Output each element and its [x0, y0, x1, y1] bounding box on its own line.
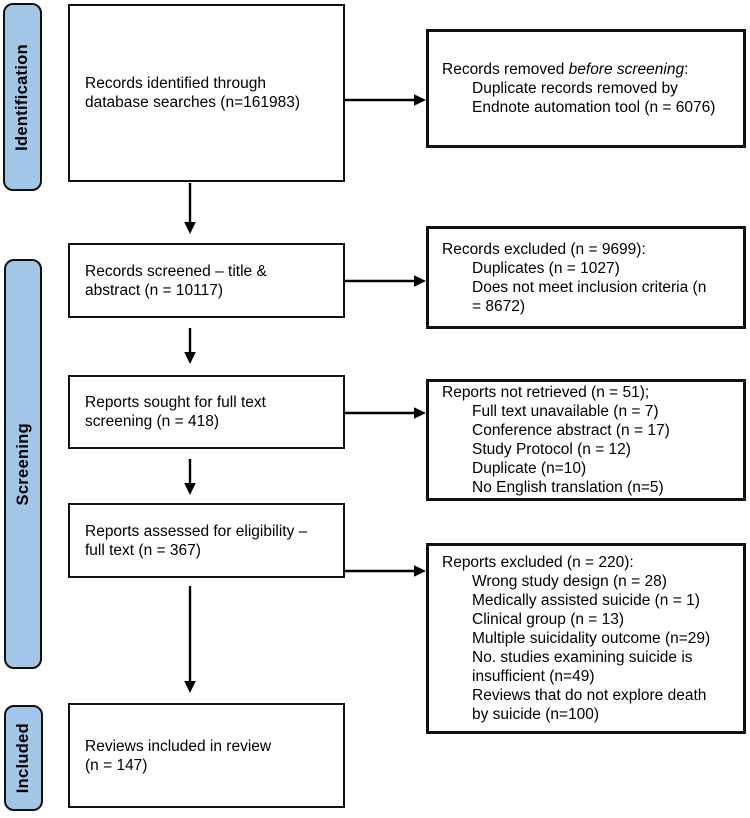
text-line: Conference abstract (n = 17): [442, 421, 737, 440]
text-line: Reviews included in review: [85, 737, 272, 755]
arrow-right-reports-not-retrieved: [345, 407, 426, 419]
text-line: database searches (n=161983): [85, 94, 301, 111]
box-reports-sought: Reports sought for full text screening (n…: [68, 375, 345, 449]
stage-label-text: Identification: [13, 43, 31, 151]
text-line: Endnote automation tool (n = 6076): [442, 98, 737, 117]
stage-label-text: Screening: [13, 422, 32, 506]
box-reports-not-retrieved: Reports not retrieved (n = 51); Full text…: [426, 379, 746, 501]
box-reports-excluded: Reports excluded (n = 220): Wrong study d…: [426, 543, 746, 734]
text-line: Full text unavailable (n = 7): [442, 402, 737, 421]
text-line: Does not meet inclusion criteria (n: [442, 278, 737, 297]
box-records-excluded: Records excluded (n = 9699):Duplicates (…: [426, 226, 746, 329]
text-line: Clinical group (n = 13): [442, 610, 737, 629]
text-line: = 8672): [442, 297, 737, 316]
text-segment: Multiple suicidality outcome (n=29): [472, 630, 711, 647]
text-line: No English translation (n=5): [442, 478, 737, 497]
text-line: Reports not retrieved (n = 51);: [442, 383, 737, 402]
text-line: Reports sought for full text: [85, 394, 266, 411]
text-line: insufficient (n=49): [442, 667, 737, 686]
text-segment: = 8672): [472, 297, 526, 315]
text-segment: Reports excluded (n = 220):: [442, 554, 634, 571]
text-segment: Conference abstract (n = 17): [472, 422, 670, 439]
arrow-down-assessed-to-included: [184, 586, 196, 693]
text-segment: Records removed: [442, 61, 569, 78]
stage-label-identification: Identification: [3, 3, 42, 191]
text-line: Wrong study design (n = 28): [442, 572, 737, 591]
text-segment: Reports not retrieved (n = 51);: [442, 384, 650, 401]
text-line: Multiple suicidality outcome (n=29): [442, 629, 737, 648]
text-segment: by suicide (n=100): [472, 706, 600, 723]
text-line: by suicide (n=100): [442, 705, 737, 724]
text-segment: No. studies examining suicide is: [472, 649, 693, 666]
text-line: full text (n = 367): [85, 541, 201, 559]
text-line: Study Protocol (n = 12): [442, 440, 737, 459]
text-line: No. studies examining suicide is: [442, 648, 737, 667]
arrow-down-screened-to-sought: [184, 328, 196, 364]
text-line: Reports assessed for eligibility –: [85, 522, 308, 540]
text-segment: Endnote automation tool (n = 6076): [472, 99, 716, 116]
text-segment: Records excluded (n = 9699):: [442, 240, 646, 258]
text-line: Records excluded (n = 9699):: [442, 240, 737, 259]
text-line: Duplicate records removed by: [442, 79, 737, 98]
text-segment: Medically assisted suicide (n = 1): [472, 592, 700, 609]
box-reports-assessed: Reports assessed for eligibility –full t…: [68, 503, 345, 578]
text-line: Reports excluded (n = 220):: [442, 553, 737, 572]
text-line: Medically assisted suicide (n = 1): [442, 591, 737, 610]
text-line: Records screened – title &: [85, 262, 267, 280]
arrow-right-reports-excluded: [345, 565, 426, 577]
stage-label-text: Included: [14, 722, 32, 794]
italic-text-segment: before screening: [568, 61, 685, 78]
text-line: Duplicates (n = 1027): [442, 259, 737, 278]
stage-label-screening: Screening: [4, 259, 42, 669]
box-records-identified: Records identified through database searc…: [68, 4, 345, 182]
text-segment: Study Protocol (n = 12): [472, 441, 631, 458]
arrow-right-records-excluded: [345, 275, 426, 287]
text-line: abstract (n = 10117): [85, 281, 224, 299]
box-reviews-included: Reviews included in review(n = 147): [68, 703, 345, 808]
text-line: Reviews that do not explore death: [442, 686, 737, 705]
text-line: (n = 147): [85, 756, 148, 774]
arrow-right-records-removed: [345, 94, 426, 106]
stage-label-included: Included: [4, 705, 43, 811]
text-line: Records identified through: [85, 75, 266, 92]
box-records-screened: Records screened – title &abstract (n = …: [68, 243, 345, 318]
text-segment: Duplicate records removed by: [472, 80, 678, 97]
text-line: screening (n = 418): [85, 413, 219, 430]
text-segment: Does not meet inclusion criteria (n: [472, 278, 707, 296]
text-segment: Clinical group (n = 13): [472, 611, 625, 628]
box-records-removed-before-screening: Records removed before screening:Duplica…: [426, 29, 746, 148]
text-segment: insufficient (n=49): [472, 668, 595, 685]
text-segment: Full text unavailable (n = 7): [472, 403, 659, 420]
text-segment: :: [684, 61, 689, 78]
text-segment: Reviews that do not explore death: [472, 687, 707, 704]
text-segment: No English translation (n=5): [472, 479, 664, 496]
text-segment: Wrong study design (n = 28): [472, 573, 667, 590]
text-line: Records removed before screening:: [442, 60, 737, 79]
text-segment: Duplicates (n = 1027): [472, 259, 620, 277]
arrow-down-sought-to-assessed: [184, 459, 196, 495]
arrow-down-identification-to-screened: [184, 183, 196, 234]
text-line: Duplicate (n=10): [442, 459, 737, 478]
text-segment: Duplicate (n=10): [472, 460, 587, 477]
